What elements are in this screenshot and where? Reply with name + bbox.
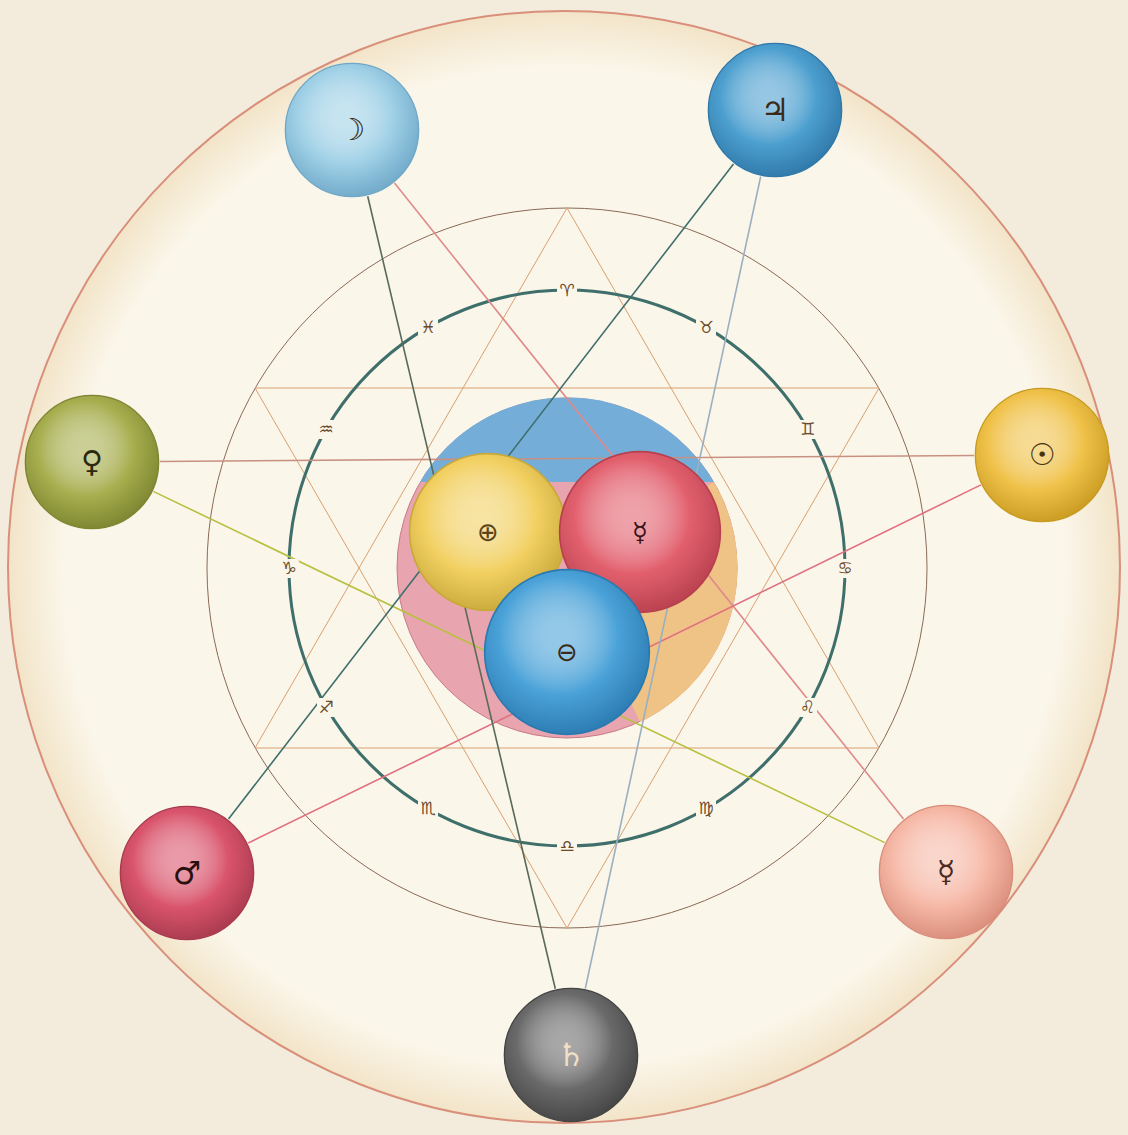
saturn-sphere: ♄ [503, 987, 639, 1123]
sun-sphere: ☉ [974, 387, 1110, 523]
hexagram-up [255, 208, 879, 748]
planet-symbol: ☽ [339, 115, 366, 145]
mercury-sphere: ☿ [878, 804, 1014, 940]
zodiac-ring [289, 290, 845, 846]
zodiac-sign: ♌ [798, 698, 817, 717]
planet-symbol: ☿ [937, 857, 955, 887]
venus-sphere: ♀ [24, 394, 160, 530]
outer-disc [8, 11, 1120, 1123]
salt-circle: ⊖ [483, 568, 651, 736]
center-sphere [397, 398, 737, 738]
planet-symbol: ♂ [173, 857, 202, 889]
star-line [160, 456, 974, 462]
jupiter-sphere: ♃ [707, 42, 843, 178]
star-line [395, 183, 904, 819]
zodiac-sign: ♎ [557, 837, 576, 856]
planet-symbol: ♄ [557, 1039, 586, 1071]
planet-symbol: ⊖ [556, 639, 578, 665]
thin-orbit [207, 208, 927, 928]
planet-symbol: ☿ [632, 519, 648, 545]
zodiac-sign: ♏ [418, 799, 437, 818]
zodiac-sign: ♐ [317, 698, 336, 717]
zodiac-sign: ♓ [418, 318, 437, 337]
zodiac-sign: ♍ [696, 799, 715, 818]
star-line [229, 164, 734, 819]
planet-symbol: ♃ [761, 94, 790, 126]
moon-sphere: ☽ [284, 62, 420, 198]
planet-symbol: ⊕ [477, 519, 499, 545]
zodiac-sign: ♉ [696, 318, 715, 337]
zodiac-sign: ♋ [835, 559, 854, 578]
zodiac-sign: ♑ [279, 559, 298, 578]
zodiac-sign: ♒ [317, 420, 336, 439]
hexagram-down [255, 388, 879, 928]
mars-sphere: ♂ [119, 805, 255, 941]
zodiac-sign: ♈ [557, 281, 576, 300]
zodiac-sign: ♊ [798, 420, 817, 439]
planet-symbol: ♀ [81, 447, 103, 477]
planet-symbol: ☉ [1029, 440, 1056, 470]
